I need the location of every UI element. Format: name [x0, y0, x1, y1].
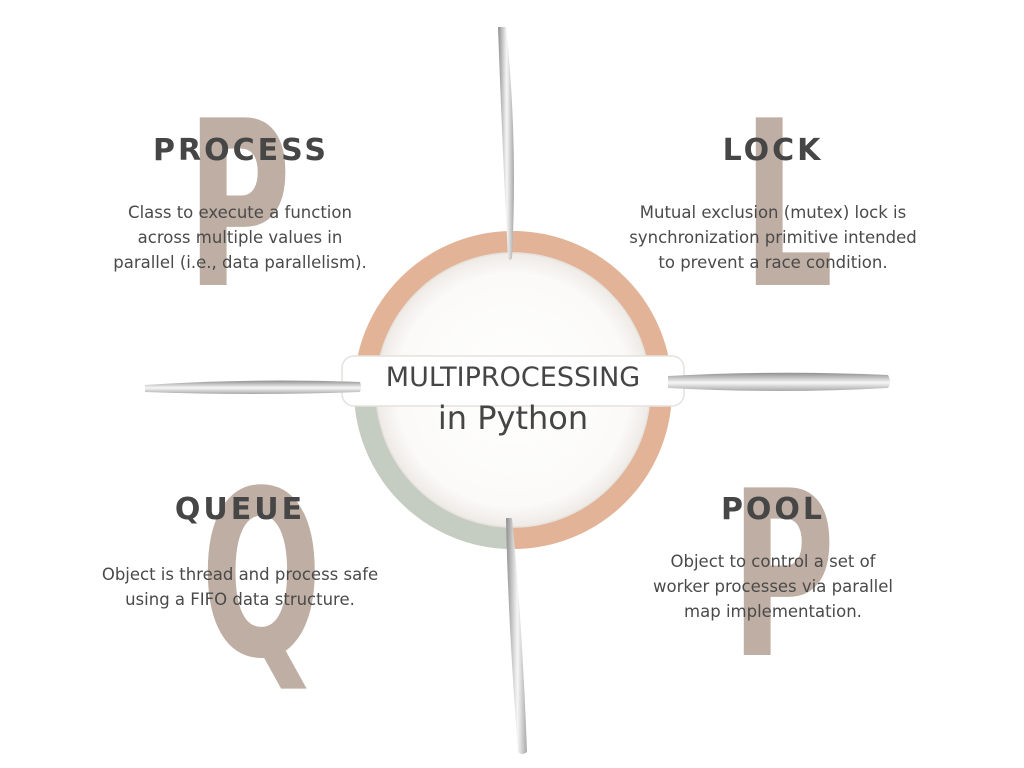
description-line: worker processes via parallel — [652, 577, 893, 596]
queue-title: QUEUE — [174, 492, 306, 527]
description-line: to prevent a race condition. — [658, 253, 888, 272]
description-line: synchronization primitive intended — [629, 228, 917, 247]
description-line: map implementation. — [684, 602, 862, 621]
process-description: Class to execute a function across multi… — [70, 200, 410, 275]
blade-left — [145, 380, 361, 394]
lock-big-letter: L — [742, 73, 834, 340]
blade-right — [668, 372, 890, 391]
center-title: MULTIPROCESSING — [385, 362, 641, 393]
description-line: across multiple values in — [137, 228, 343, 247]
center-subtitle: in Python — [437, 399, 589, 437]
description-line: Mutual exclusion (mutex) lock is — [639, 203, 907, 222]
lock-description: Mutual exclusion (mutex) lock is synchro… — [598, 200, 948, 275]
ring-green — [354, 389, 514, 549]
description-line: Class to execute a function — [128, 203, 352, 222]
description-line: Object is thread and process safe — [101, 565, 379, 584]
pool-description: Object to control a set of worker proces… — [613, 549, 933, 624]
process-title: PROCESS — [153, 133, 329, 168]
description-line: using a FIFO data structure. — [125, 590, 355, 609]
blade-top — [498, 27, 514, 260]
lock-title: LOCK — [722, 133, 824, 168]
queue-description: Object is thread and process safe using … — [70, 562, 410, 612]
pool-title: POOL — [720, 492, 826, 527]
description-line: parallel (i.e., data parallelism). — [113, 253, 367, 272]
description-line: Object to control a set of — [670, 552, 876, 571]
blade-bottom — [506, 518, 527, 754]
